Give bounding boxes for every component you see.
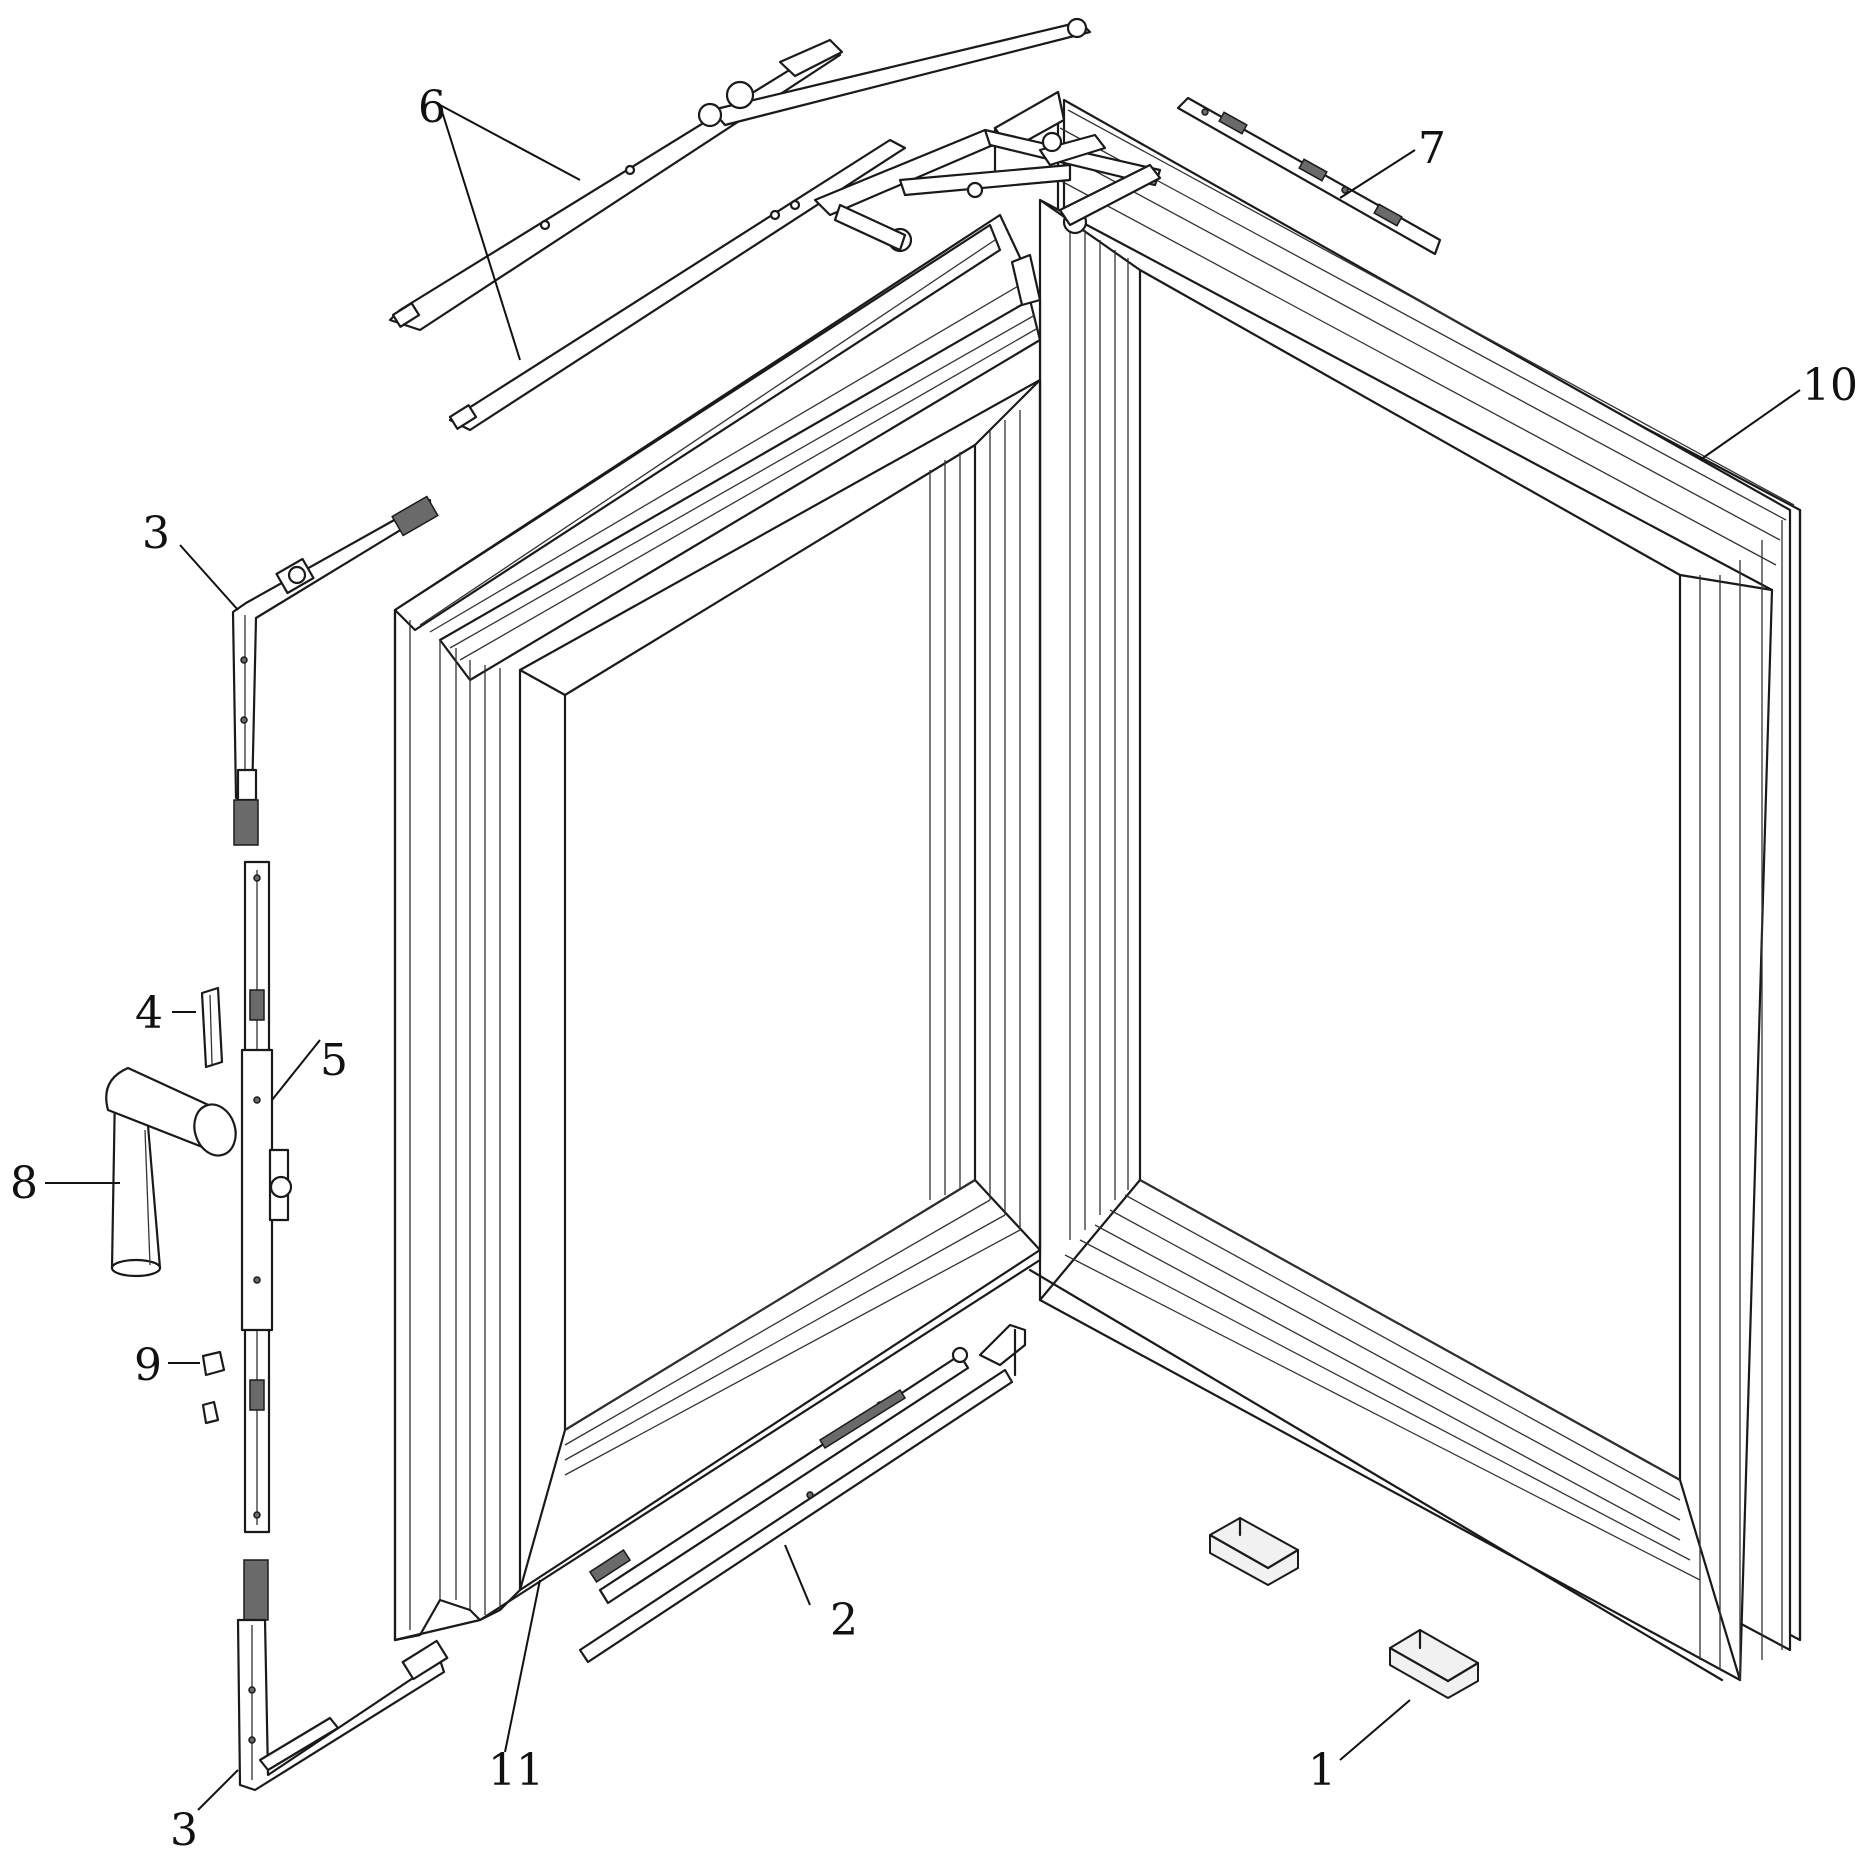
label-3-bottom: 3 (170, 1805, 198, 1856)
label-5: 5 (320, 1035, 348, 1086)
support-block-lower (1388, 1628, 1480, 1699)
label-1: 1 (1308, 1745, 1336, 1796)
bottom-friction-stay (578, 1323, 1027, 1664)
striker-bar (1176, 96, 1442, 256)
label-2: 2 (830, 1595, 858, 1646)
window-handle (105, 1066, 237, 1278)
sash-frame (393, 213, 1042, 1642)
support-block-upper (1208, 1516, 1300, 1586)
friction-stay-lower (448, 128, 1162, 432)
label-7: 7 (1418, 123, 1446, 174)
leader-lines (45, 104, 1801, 1811)
small-keeper (201, 1350, 226, 1425)
label-8: 8 (10, 1158, 38, 1209)
label-11: 11 (488, 1745, 544, 1796)
label-3-top: 3 (142, 508, 170, 559)
label-9: 9 (134, 1340, 162, 1391)
corner-drive-top (231, 495, 439, 846)
keeper-clip (200, 986, 224, 1069)
outer-frame (993, 90, 1802, 1682)
espagnolette-gearbox (240, 860, 293, 1534)
label-4: 4 (135, 988, 163, 1039)
friction-stay-upper (388, 17, 1092, 332)
label-6: 6 (418, 82, 446, 133)
callout-labels: 6 7 10 3 4 5 8 9 2 11 1 3 (10, 82, 1858, 1856)
corner-drive-bottom (236, 1559, 449, 1792)
label-10: 10 (1802, 360, 1858, 411)
